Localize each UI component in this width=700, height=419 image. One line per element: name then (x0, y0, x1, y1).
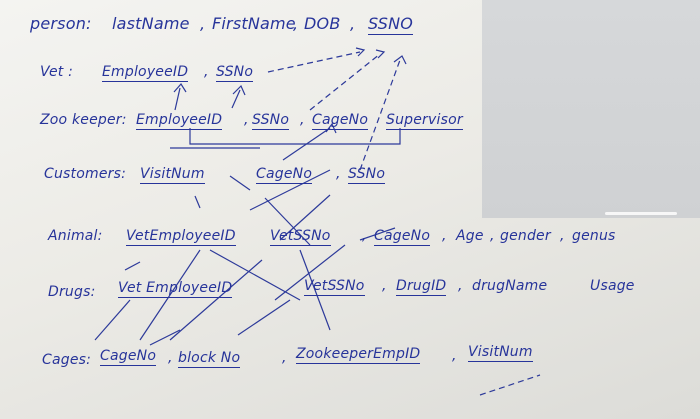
relation-label-person: person: (30, 14, 92, 33)
fold-highlight (605, 212, 677, 215)
attr-vet-employeeid-key: EmployeeID (102, 64, 189, 82)
attr-customer-cageno-key: CageNo (256, 166, 313, 184)
sep: , (458, 278, 463, 294)
attr-animal-genus: genus (572, 228, 616, 244)
attr-customer-ssno-key: SSNo (348, 166, 386, 184)
attr-person-ssno-key: SSNO (368, 14, 414, 35)
sep: , (452, 348, 457, 364)
sep: , (490, 228, 495, 244)
attr-cages-visitnum-key: VisitNum (468, 344, 533, 362)
sep: , (442, 228, 447, 244)
attr-animal-vetssno-key: VetSSNo (270, 228, 331, 246)
sep: , (350, 14, 356, 33)
relation-label-zookeeper: Zoo keeper: (40, 112, 127, 128)
relation-label-cages: Cages: (42, 352, 92, 368)
attr-cages-cageno-key: CageNo (100, 348, 157, 366)
attr-animal-cageno-key: CageNo (374, 228, 431, 246)
sep: , (204, 64, 209, 80)
relation-label-vet: Vet : (40, 64, 74, 80)
sep: , (168, 350, 173, 366)
relation-label-animal: Animal: (48, 228, 103, 244)
sep: , (300, 112, 305, 128)
relation-label-drugs: Drugs: (48, 284, 96, 300)
relation-label-customer: Customers: (44, 166, 127, 182)
attr-zookeeper-employeeid-key: EmployeeID (136, 112, 223, 130)
attr-drugs-vetssno-key: VetSSNo (304, 278, 365, 296)
sep: , (282, 350, 287, 366)
attr-drugs-vetemployeeid-key: Vet EmployeeID (118, 280, 233, 298)
sep: , (336, 166, 341, 182)
sep: , (244, 112, 249, 128)
sep: , (560, 228, 565, 244)
sep: , (293, 14, 299, 33)
attr-zookeeper-ssno-key: SSNo (252, 112, 290, 130)
attr-customer-visitnum-key: VisitNum (140, 166, 205, 184)
attr-drugs-usage: Usage (590, 278, 635, 294)
attr-vet-ssno-key: SSNo (216, 64, 254, 82)
attr-drugs-drugname: drugName (472, 278, 548, 294)
sep: , (382, 278, 387, 294)
attr-cages-zookeeperempid-key: ZookeeperEmpID (296, 346, 421, 364)
paper-fold-shadow (482, 0, 700, 218)
attr-drugs-drugid-key: DrugID (396, 278, 447, 296)
attr-animal-vetemployeeid-key: VetEmployeeID (126, 228, 236, 246)
attr-person-dob: DOB (304, 14, 341, 33)
sep: , (200, 14, 206, 33)
sep: , (362, 228, 367, 244)
attr-person-lastname: lastName (112, 14, 190, 33)
attr-zookeeper-supervisor-key: Supervisor (386, 112, 463, 130)
attr-cages-blockno-key: block No (178, 350, 241, 368)
attr-animal-gender: gender (500, 228, 551, 244)
attr-zookeeper-cageno-key: CageNo (312, 112, 369, 130)
attr-person-firstname: FirstName (212, 14, 296, 33)
attr-animal-age: Age (456, 228, 484, 244)
